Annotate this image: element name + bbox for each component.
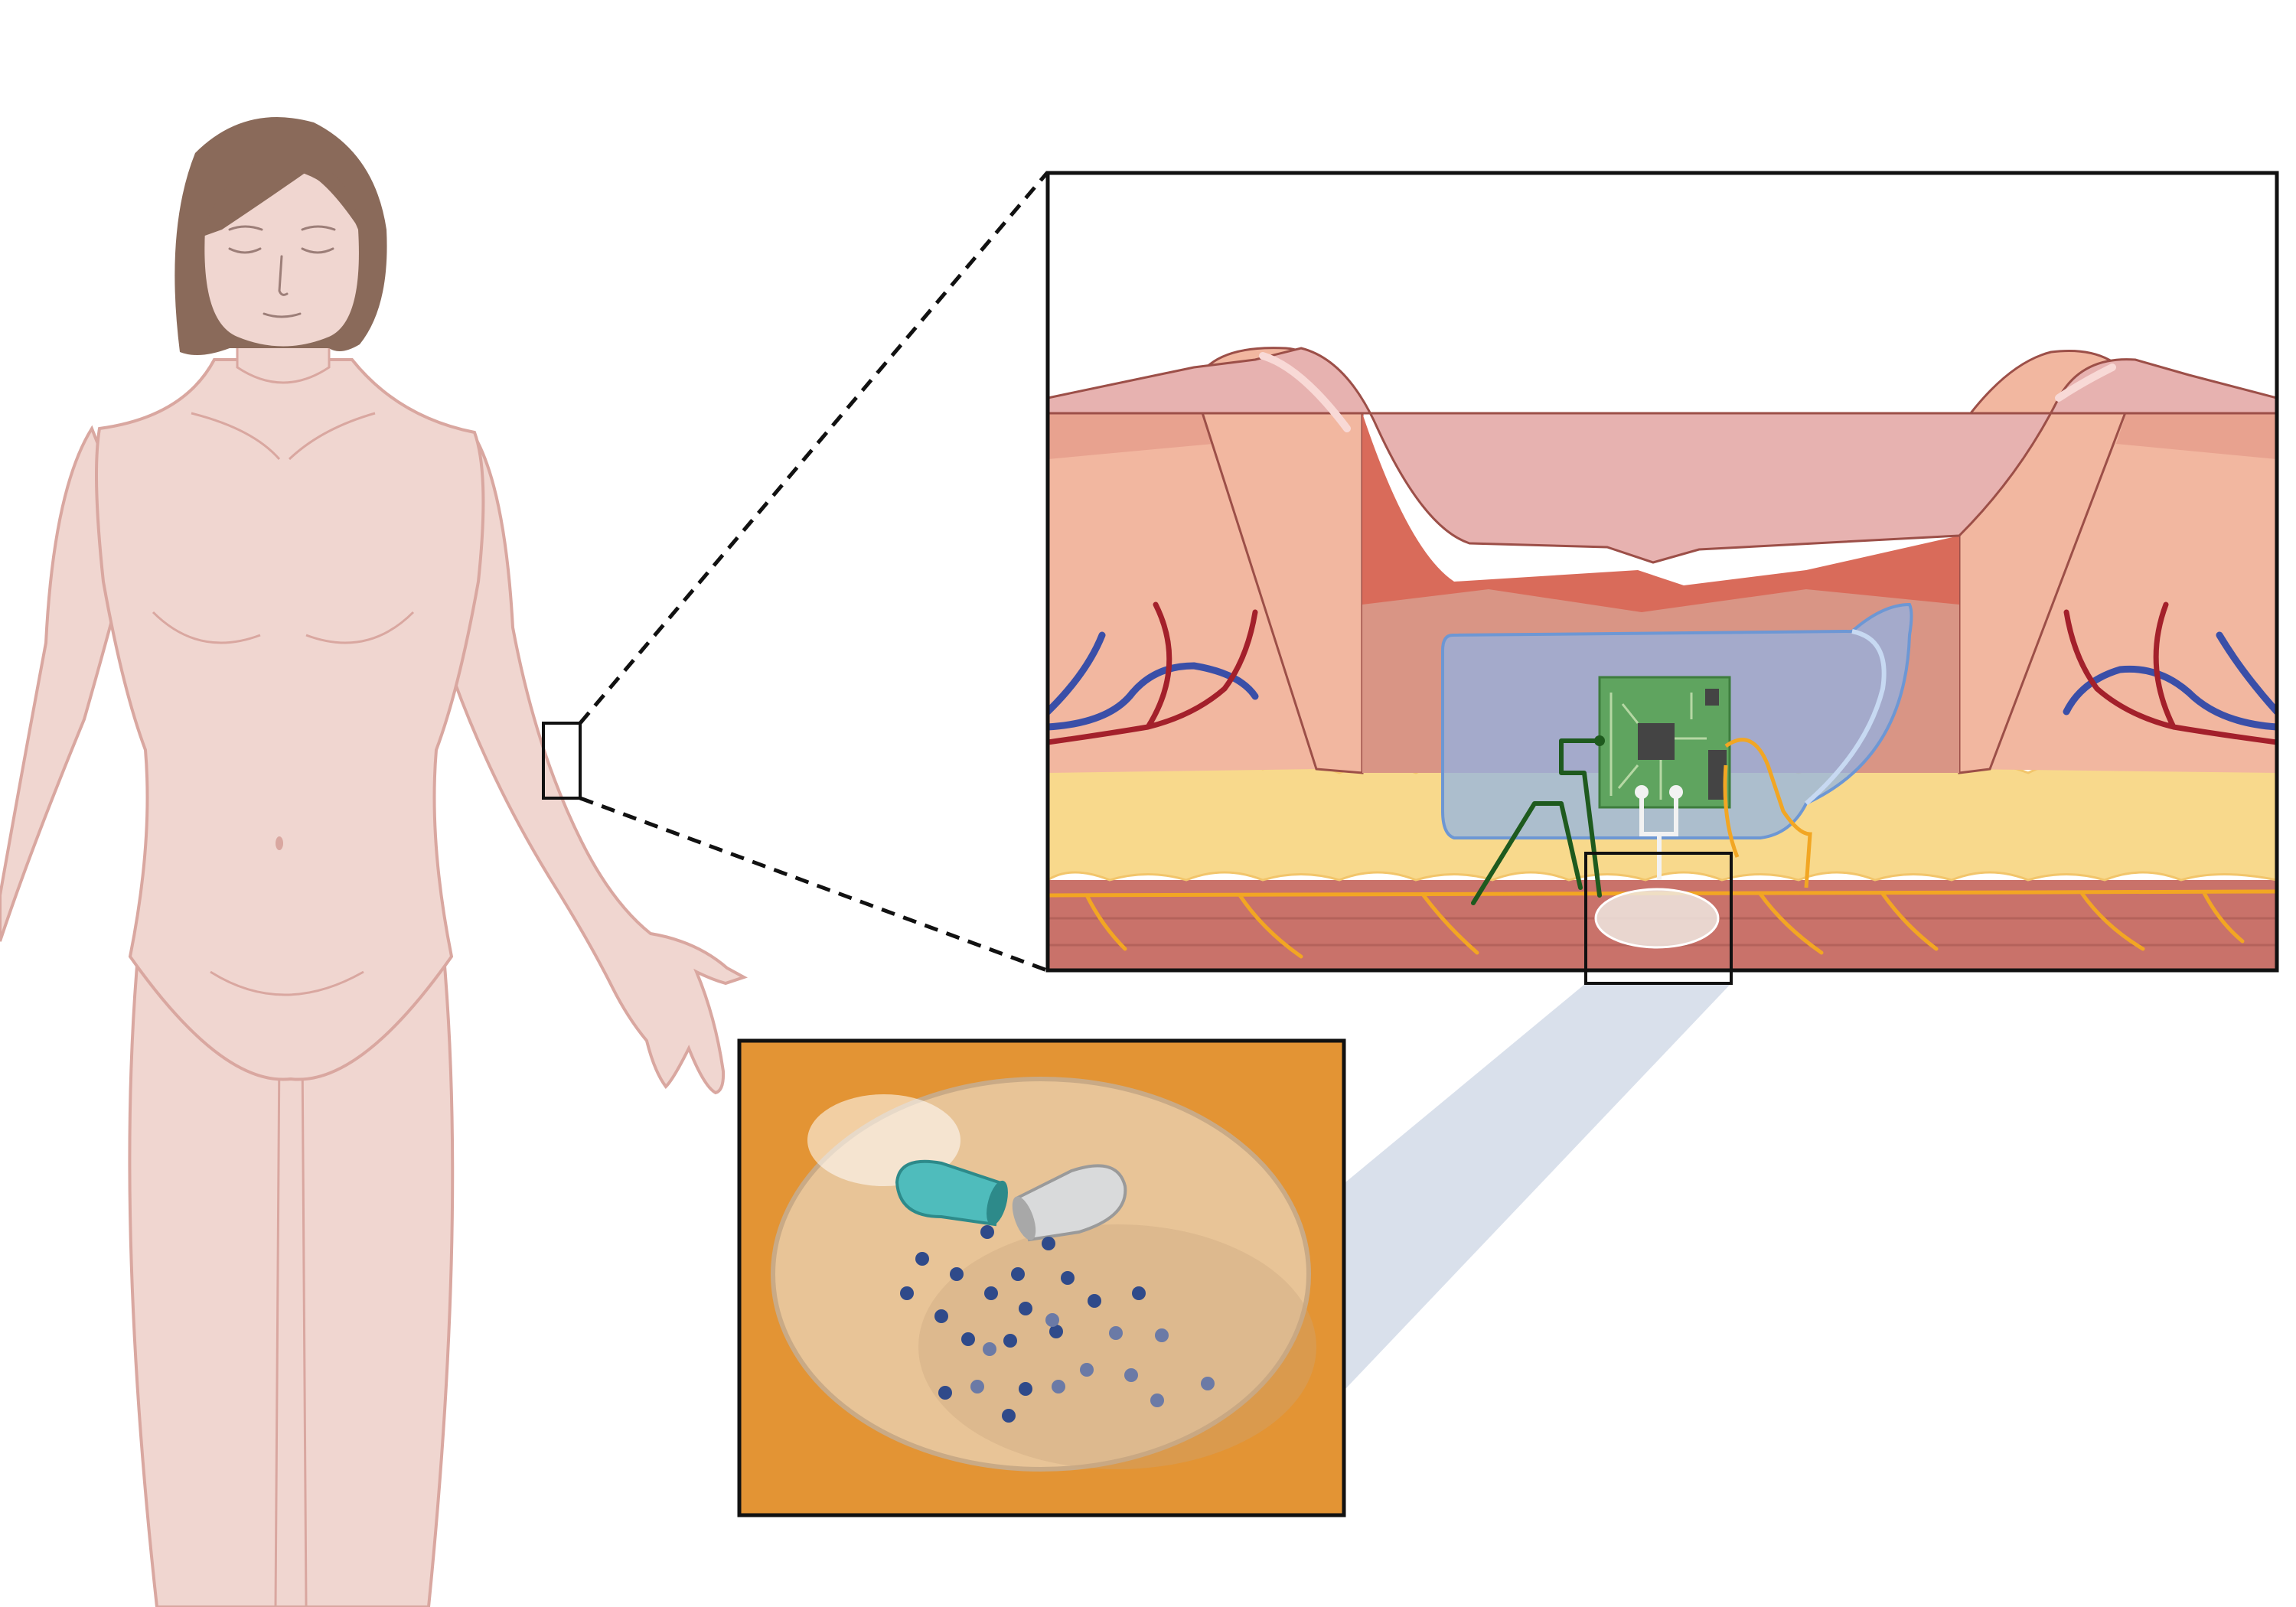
capsule-grey bbox=[1016, 1164, 1127, 1242]
electrode-orange bbox=[1723, 738, 1812, 888]
electrode-white bbox=[1639, 792, 1678, 880]
drug-particles bbox=[900, 1225, 1146, 1423]
body-torso bbox=[95, 358, 485, 1081]
leg-gap bbox=[274, 1048, 308, 1607]
microchip-icon bbox=[1598, 676, 1731, 809]
body-contour bbox=[152, 412, 415, 996]
human-body-icon bbox=[0, 117, 748, 1607]
face-features bbox=[228, 225, 336, 318]
hair-fringe bbox=[201, 156, 360, 237]
capsule-teal bbox=[895, 1159, 1001, 1227]
reservoir-zoom-box bbox=[1584, 852, 1733, 985]
site-marker bbox=[542, 722, 582, 800]
tissue-panel bbox=[1048, 173, 2277, 970]
reservoir-inset-frame bbox=[737, 1038, 1346, 1517]
body-arm-right bbox=[449, 431, 748, 1095]
callout-line-bottom bbox=[579, 796, 1048, 973]
drug-reservoir bbox=[1594, 888, 1720, 949]
artery-left bbox=[1048, 601, 1258, 745]
artery-right bbox=[2063, 601, 2277, 745]
vein-right bbox=[2063, 631, 2277, 731]
drug-capsule-icon bbox=[895, 1159, 1127, 1242]
body-legs bbox=[128, 955, 455, 1607]
navel bbox=[276, 836, 283, 850]
epidermis-top bbox=[1048, 347, 2277, 564]
inset-connector bbox=[1345, 983, 1731, 1389]
electrode-green bbox=[1471, 738, 1602, 905]
callout-line-top bbox=[579, 171, 1049, 725]
dermis-left bbox=[1048, 386, 1316, 773]
tissue-panel-frame bbox=[1045, 171, 2279, 973]
reservoir-inset bbox=[737, 1038, 1346, 1517]
dermis-right bbox=[1959, 386, 2277, 773]
